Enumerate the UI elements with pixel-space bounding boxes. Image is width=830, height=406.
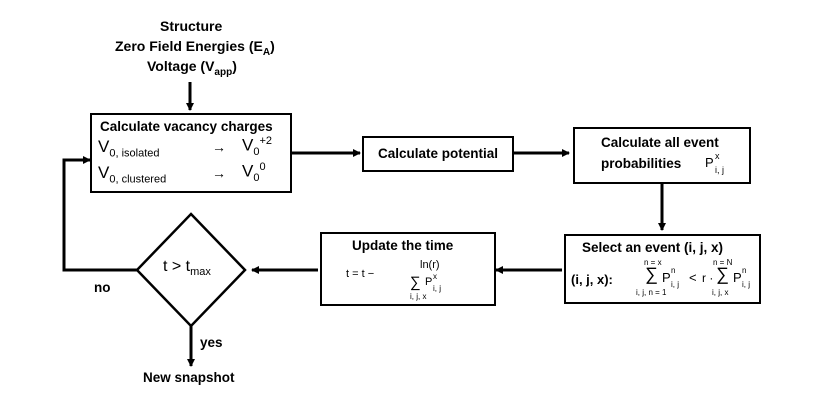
vacancy-row2-right-main: V [242,161,254,181]
vacancy-row-isolated: V0, isolated [98,137,160,159]
vacancy-row1-right-sub: 0 [253,146,260,159]
select-event-box: Select an event (i, j, x) (i, j, x): n =… [564,234,761,304]
probabilities-symbol-main: P [705,155,714,170]
select-title: Select an event (i, j, x) [582,240,724,255]
update-time-box: Update the time t = t − ln(r) ∑ P x i, j… [320,232,496,306]
vacancy-row2-right-sup: 0 [259,161,266,173]
vacancy-row1-arrow: → [212,139,226,155]
probabilities-symbol: P [705,155,714,170]
select-r-dot: r · [702,271,714,285]
update-lhs: t = t − [346,268,375,280]
input-voltage-close: ) [232,58,237,74]
select-p2-sub: i, j [742,280,750,289]
update-numerator: ln(r) [420,259,440,271]
input-zero-field-energies-sub: A [262,46,271,58]
select-sum2-bottom: i, j, x [712,288,729,297]
update-den-sup: x [433,272,437,281]
arrow-no-loop [62,156,137,272]
select-p1: P [662,270,671,285]
probabilities-line2: probabilities [601,156,682,171]
probabilities-symbol-sup: x [715,151,720,161]
vacancy-title: Calculate vacancy charges [100,119,273,134]
vacancy-row1-left: V [98,137,110,156]
select-lhs: (i, j, x): [571,272,613,287]
vacancy-row1-right-main: V [242,135,254,155]
vacancy-row-clustered: V0, clustered [98,163,166,185]
select-sum1-bottom: i, j, n = 1 [636,288,667,297]
vacancy-charges-box: Calculate vacancy charges V0, isolated →… [90,113,292,193]
select-sum2-top: n = N [713,258,733,267]
output-new-snapshot: New snapshot [143,370,235,385]
select-sum1-top: n = x [644,258,662,267]
yes-label: yes [200,335,223,350]
vacancy-row1-right-sup: +2 [259,135,273,147]
update-den-bottom: i, j, x [410,292,427,301]
vacancy-row1-right: V0+2 [242,135,272,158]
vacancy-row2-right: V00 [242,161,266,184]
decision-condition-sub: max [190,266,211,279]
input-zero-field-energies-close: ) [270,38,275,54]
input-voltage-label: Voltage (Vapp) [147,58,237,78]
select-sum2-symbol: ∑ [716,264,729,284]
input-zero-field-energies-text: Zero Field Energies (E [115,38,263,54]
update-title: Update the time [352,238,454,253]
vacancy-row2-left-sub: 0, clustered [109,173,167,186]
input-voltage-text: Voltage (V [147,58,215,74]
select-p1-sub: i, j [671,280,679,289]
probabilities-box: Calculate all event probabilities P x i,… [573,127,751,184]
select-p2: P [733,270,742,285]
update-den-p: P [425,276,433,288]
update-den-sum: ∑ [410,274,421,291]
vacancy-row1-left-sub: 0, isolated [109,147,160,160]
decision-condition-main: t > t [163,258,191,275]
input-voltage-sub: app [214,66,233,78]
update-den-sub: i, j [433,284,441,293]
potential-box: Calculate potential [362,136,514,172]
probabilities-line1: Calculate all event [601,135,719,150]
select-p2-sup: n [742,266,747,275]
potential-title: Calculate potential [378,146,499,161]
select-less-than: < [689,270,697,285]
vacancy-row2-right-sub: 0 [253,172,260,185]
decision-condition: t > tmax [163,258,211,278]
input-structure-label: Structure [160,18,223,34]
probabilities-symbol-sub: i, j [715,165,724,175]
vacancy-row2-arrow: → [212,165,226,181]
select-p1-sup: n [671,266,676,275]
select-sum1-symbol: ∑ [645,264,658,284]
no-label: no [94,280,111,295]
input-zero-field-energies-label: Zero Field Energies (EA) [115,38,275,58]
vacancy-row2-left: V [98,163,110,182]
